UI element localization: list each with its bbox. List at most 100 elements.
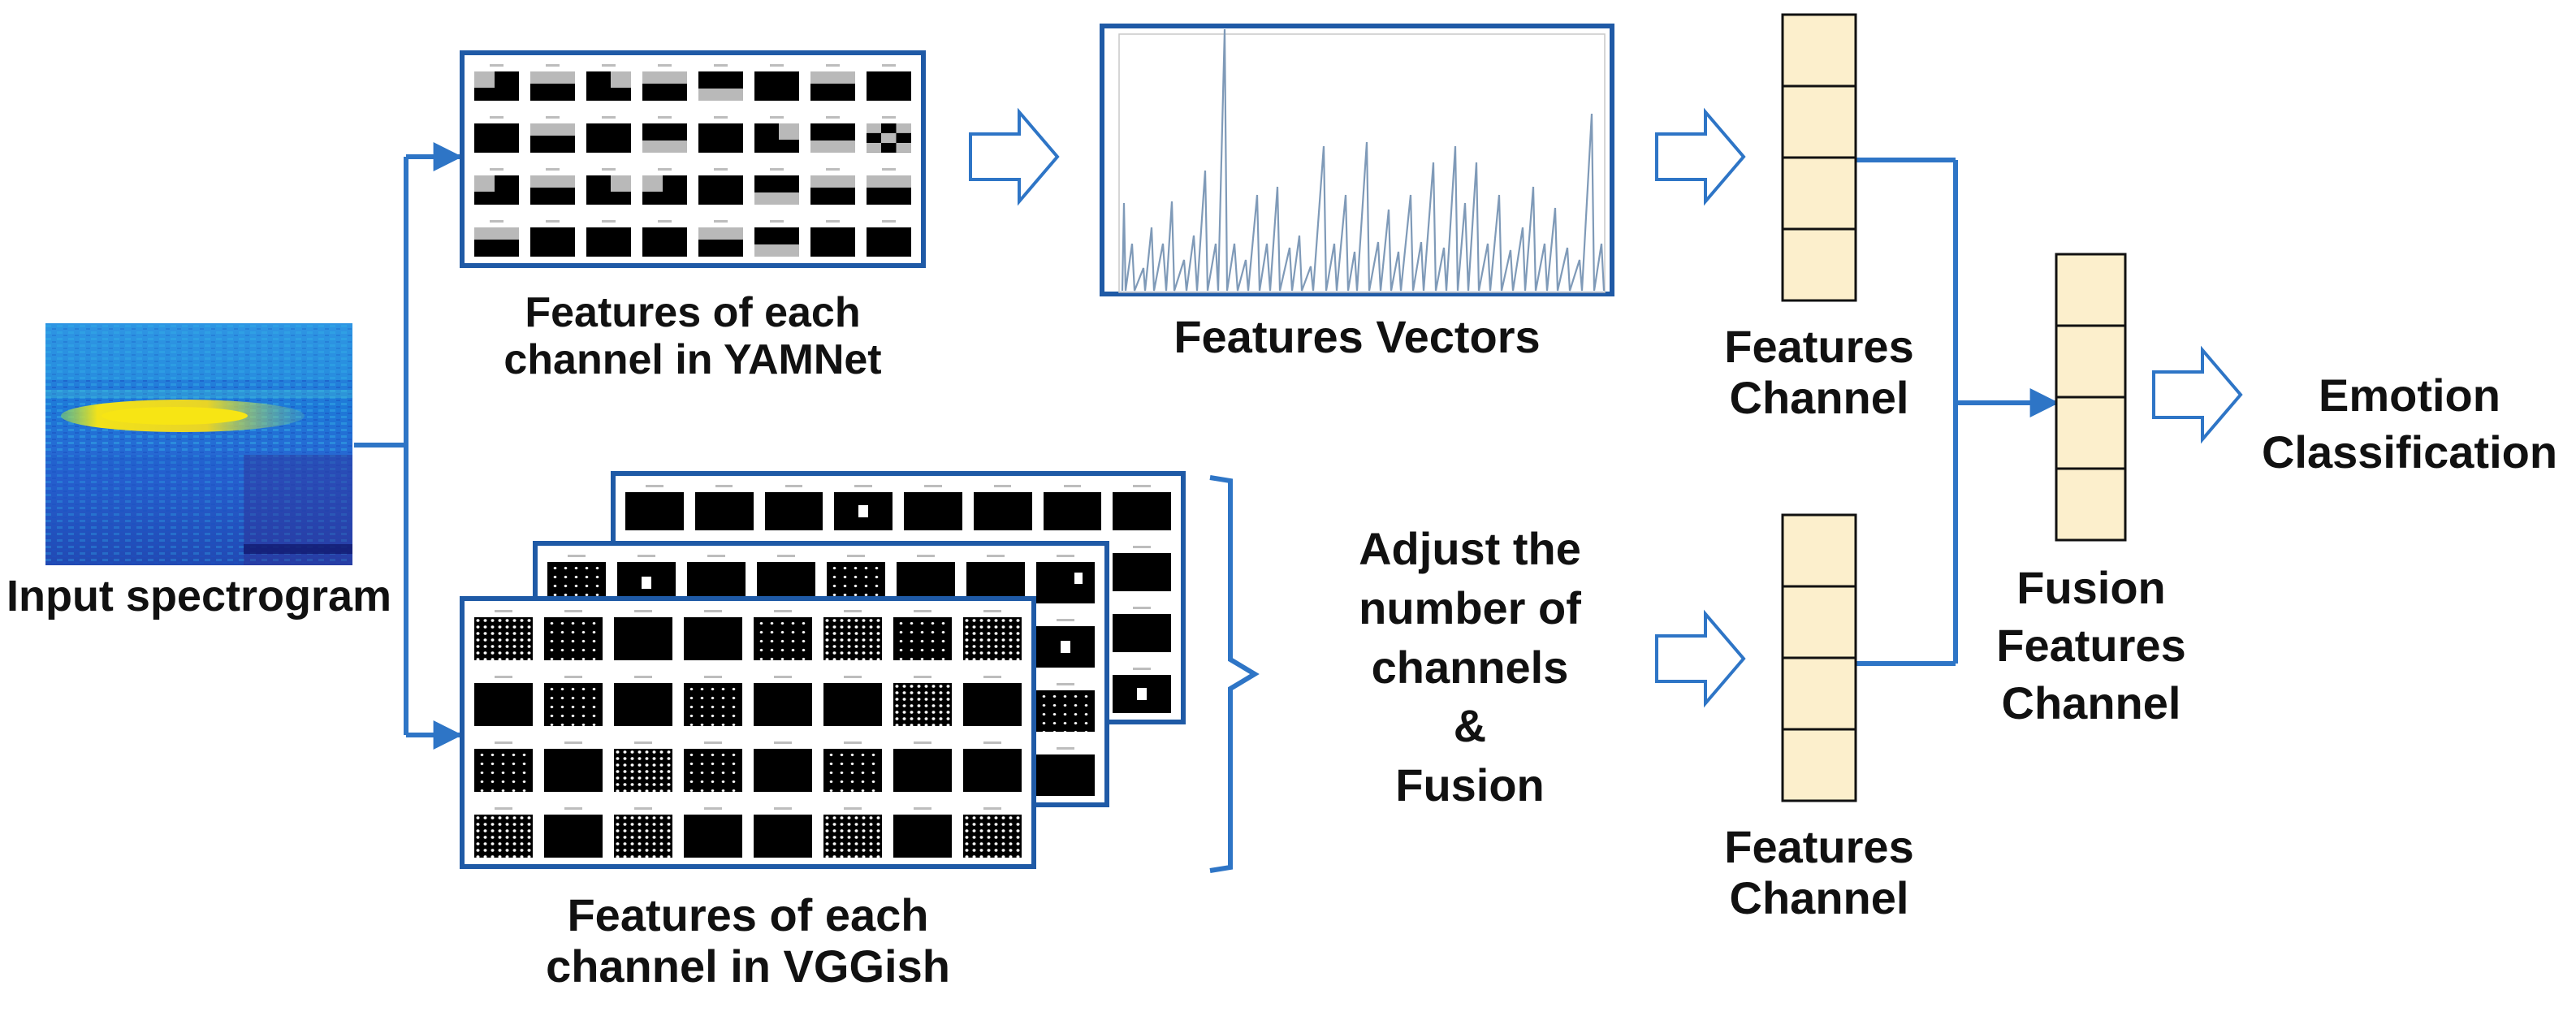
emotion-line-1: Emotion — [2319, 370, 2500, 421]
hollow-arrow-icon — [969, 107, 1060, 206]
yamnet-label-line-2: channel in YAMNet — [504, 336, 882, 384]
features-channel-bottom-line-2: Channel — [1729, 871, 1909, 923]
feature-map-tile — [684, 741, 742, 792]
features-channel-stack-top — [1781, 13, 1857, 302]
feature-map-tile — [586, 64, 631, 101]
feature-map-tile — [893, 741, 952, 792]
feature-map-tile — [530, 64, 575, 101]
feature-map-tile — [625, 485, 684, 530]
adjust-line-4: & — [1453, 700, 1487, 752]
feature-map-tile — [834, 485, 893, 530]
feature-map-tile — [642, 168, 687, 205]
feature-map-tile — [586, 220, 631, 257]
feature-map-tile — [698, 220, 743, 257]
yamnet-feature-panel — [460, 50, 926, 268]
yamnet-label-line-1: Features of each — [525, 289, 861, 336]
grouping-bracket — [1209, 475, 1260, 873]
feature-map-tile — [474, 168, 519, 205]
feature-map-tile — [474, 741, 533, 792]
feature-map-tile — [764, 485, 823, 530]
features-channel-stack-bottom — [1781, 513, 1857, 802]
adjust-line-1: Adjust the — [1359, 523, 1581, 574]
feature-map-tile — [893, 676, 952, 726]
feature-map-tile — [963, 741, 1022, 792]
feature-map-tile — [823, 610, 882, 660]
feature-map-tile — [642, 64, 687, 101]
feature-map-tile — [823, 676, 882, 726]
feature-map-tile — [474, 116, 519, 153]
feature-map-tile — [474, 676, 533, 726]
feature-map-tile — [614, 676, 672, 726]
feature-map-tile — [1113, 668, 1171, 713]
adjust-line-2: number of — [1359, 581, 1581, 633]
features-channel-top-line-2: Channel — [1729, 371, 1909, 423]
feature-map-tile — [544, 807, 603, 858]
feature-map-tile — [614, 741, 672, 792]
fusion-line-2: Features — [1996, 620, 2186, 672]
yamnet-feature-grid — [474, 62, 911, 257]
vggish-label-line-2: channel in VGGish — [546, 940, 950, 992]
fusion-connector — [1856, 158, 2060, 666]
feature-map-tile — [963, 676, 1022, 726]
feature-map-tile — [754, 676, 812, 726]
vggish-feature-panel-front — [460, 596, 1036, 869]
feature-map-tile — [754, 610, 812, 660]
feature-map-tile — [544, 676, 603, 726]
feature-map-tile — [867, 220, 911, 257]
feature-map-tile — [893, 807, 952, 858]
feature-map-tile — [684, 676, 742, 726]
feature-map-tile — [586, 116, 631, 153]
feature-map-tile — [823, 741, 882, 792]
feature-map-tile — [614, 610, 672, 660]
feature-map-tile — [810, 116, 855, 153]
fusion-line-1: Fusion — [2016, 562, 2166, 613]
vggish-features-label: Features of each channel in VGGish — [460, 889, 1036, 992]
feature-map-tile — [530, 168, 575, 205]
vggish-feature-grid-front — [474, 607, 1022, 858]
feature-map-tile — [867, 64, 911, 101]
feature-map-tile — [973, 485, 1032, 530]
feature-map-tile — [684, 610, 742, 660]
feature-map-tile — [1036, 555, 1095, 603]
feature-map-tile — [823, 807, 882, 858]
feature-map-tile — [1113, 485, 1171, 530]
vggish-label-line-1: Features of each — [567, 889, 929, 940]
feature-map-tile — [963, 807, 1022, 858]
feature-map-tile — [642, 220, 687, 257]
feature-map-tile — [698, 168, 743, 205]
fusion-channel-stack — [2055, 253, 2127, 542]
hollow-arrow-icon — [1655, 107, 1746, 206]
feature-map-tile — [1036, 683, 1095, 732]
feature-map-tile — [754, 807, 812, 858]
split-connector — [354, 142, 463, 750]
input-spectrogram-label: Input spectrogram — [0, 572, 398, 620]
feature-map-tile — [694, 485, 754, 530]
feature-map-tile — [904, 485, 962, 530]
hollow-arrow-icon — [2152, 345, 2243, 444]
feature-map-tile — [1043, 485, 1102, 530]
spectrogram-icon — [45, 323, 352, 565]
feature-map-tile — [614, 807, 672, 858]
feature-map-tile — [754, 64, 799, 101]
feature-map-tile — [810, 220, 855, 257]
adjust-fusion-label: Adjust the number of channels & Fusion — [1267, 520, 1673, 815]
feature-map-tile — [544, 741, 603, 792]
features-channel-bottom-label: Features Channel — [1673, 821, 1965, 923]
feature-map-tile — [474, 807, 533, 858]
feature-vector-plot — [1100, 24, 1614, 296]
feature-map-tile — [754, 116, 799, 153]
adjust-line-5: Fusion — [1395, 759, 1545, 811]
feature-map-tile — [1113, 607, 1171, 652]
feature-map-tile — [867, 168, 911, 205]
input-spectrogram-text: Input spectrogram — [6, 572, 392, 620]
feature-map-tile — [1113, 546, 1171, 591]
features-vectors-label: Features Vectors — [1102, 311, 1612, 363]
feature-map-tile — [642, 116, 687, 153]
hollow-arrow-icon — [1655, 609, 1746, 708]
features-channel-top-line-1: Features — [1724, 321, 1914, 372]
feature-map-tile — [754, 220, 799, 257]
adjust-line-3: channels — [1371, 641, 1569, 693]
feature-map-tile — [544, 610, 603, 660]
